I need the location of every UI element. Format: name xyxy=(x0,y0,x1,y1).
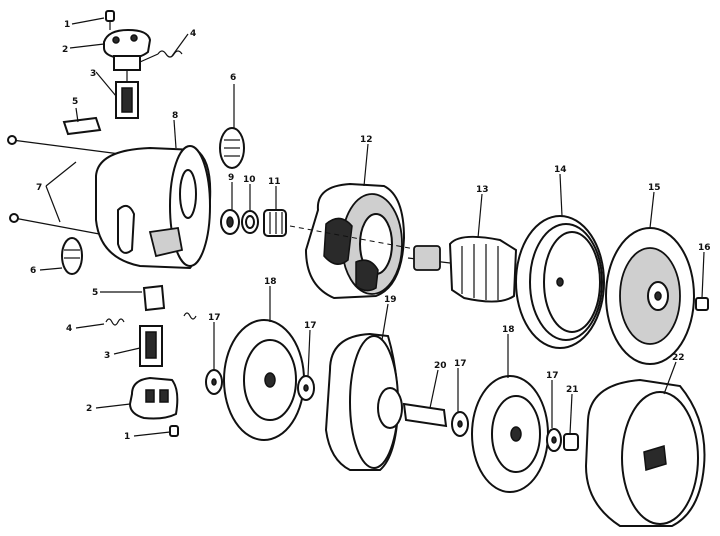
spacer-17-b xyxy=(297,375,315,401)
fan-stage-18-left xyxy=(223,319,305,441)
shaft-spacer-20 xyxy=(402,402,448,428)
label-13: 13 xyxy=(476,185,489,195)
label-20: 20 xyxy=(434,361,447,371)
label-4-top: 4 xyxy=(190,29,196,39)
label-4-bottom: 4 xyxy=(66,324,72,334)
bearing-retainer xyxy=(220,209,240,235)
fan-shroud xyxy=(515,215,605,349)
label-3-bottom: 3 xyxy=(104,351,110,361)
label-17-c: 17 xyxy=(454,359,467,369)
part-labels: 1 2 3 4 5 6 7 8 9 10 11 12 13 14 15 16 6… xyxy=(30,20,711,442)
label-17-a: 17 xyxy=(208,313,221,323)
brush-cap-bottom xyxy=(128,376,179,420)
label-11: 11 xyxy=(268,177,281,187)
label-22: 22 xyxy=(672,353,685,363)
label-12: 12 xyxy=(360,135,373,145)
carbon-brush-top xyxy=(62,116,102,136)
screw-top xyxy=(105,10,115,30)
spacer-17-d xyxy=(546,428,562,452)
label-2-top: 2 xyxy=(62,45,68,55)
field-stator xyxy=(289,182,421,300)
label-10: 10 xyxy=(243,175,256,185)
fan-stage-18-right xyxy=(471,375,549,493)
label-3-top: 3 xyxy=(90,69,96,79)
label-6-top: 6 xyxy=(230,73,236,83)
armature xyxy=(407,235,561,303)
label-17-d: 17 xyxy=(546,371,559,381)
motor-housing xyxy=(95,145,212,270)
brush-holder-clip-bottom xyxy=(61,237,83,275)
spacer-17-c xyxy=(451,411,469,437)
bearing-11 xyxy=(263,209,287,237)
brush-spring-top xyxy=(139,50,183,63)
label-5-bottom: 5 xyxy=(92,288,98,298)
brush-spring-bottom xyxy=(105,312,197,326)
label-21: 21 xyxy=(566,385,579,395)
screw-bottom xyxy=(169,425,179,437)
label-1-top: 1 xyxy=(64,20,70,30)
leader-lines xyxy=(39,17,705,437)
label-16: 16 xyxy=(698,243,711,253)
label-5-top: 5 xyxy=(72,97,78,107)
through-bolts xyxy=(7,135,121,237)
label-9: 9 xyxy=(228,173,234,183)
brush-holder-top xyxy=(115,70,139,119)
label-1-bottom: 1 xyxy=(124,432,130,442)
label-7: 7 xyxy=(36,183,42,193)
spacer-17-a xyxy=(205,369,223,395)
carbon-brush-bottom xyxy=(142,284,166,312)
label-19: 19 xyxy=(384,295,397,305)
label-8: 8 xyxy=(172,111,178,121)
fan-impeller xyxy=(605,227,695,365)
end-cover-22 xyxy=(584,378,706,527)
fan-housing-19 xyxy=(324,332,403,471)
label-17-b: 17 xyxy=(304,321,317,331)
washer-10 xyxy=(241,210,259,234)
brush-holder-clip-top xyxy=(219,127,245,169)
label-6-bottom: 6 xyxy=(30,266,36,276)
label-18-left: 18 xyxy=(264,277,277,287)
brush-holder-bottom xyxy=(139,325,163,367)
label-15: 15 xyxy=(648,183,661,193)
fan-nut xyxy=(695,297,709,311)
nut-21 xyxy=(563,433,579,451)
label-2-bottom: 2 xyxy=(86,404,92,414)
brush-cap-top xyxy=(103,28,152,71)
label-18-right: 18 xyxy=(502,325,515,335)
label-14: 14 xyxy=(554,165,567,175)
